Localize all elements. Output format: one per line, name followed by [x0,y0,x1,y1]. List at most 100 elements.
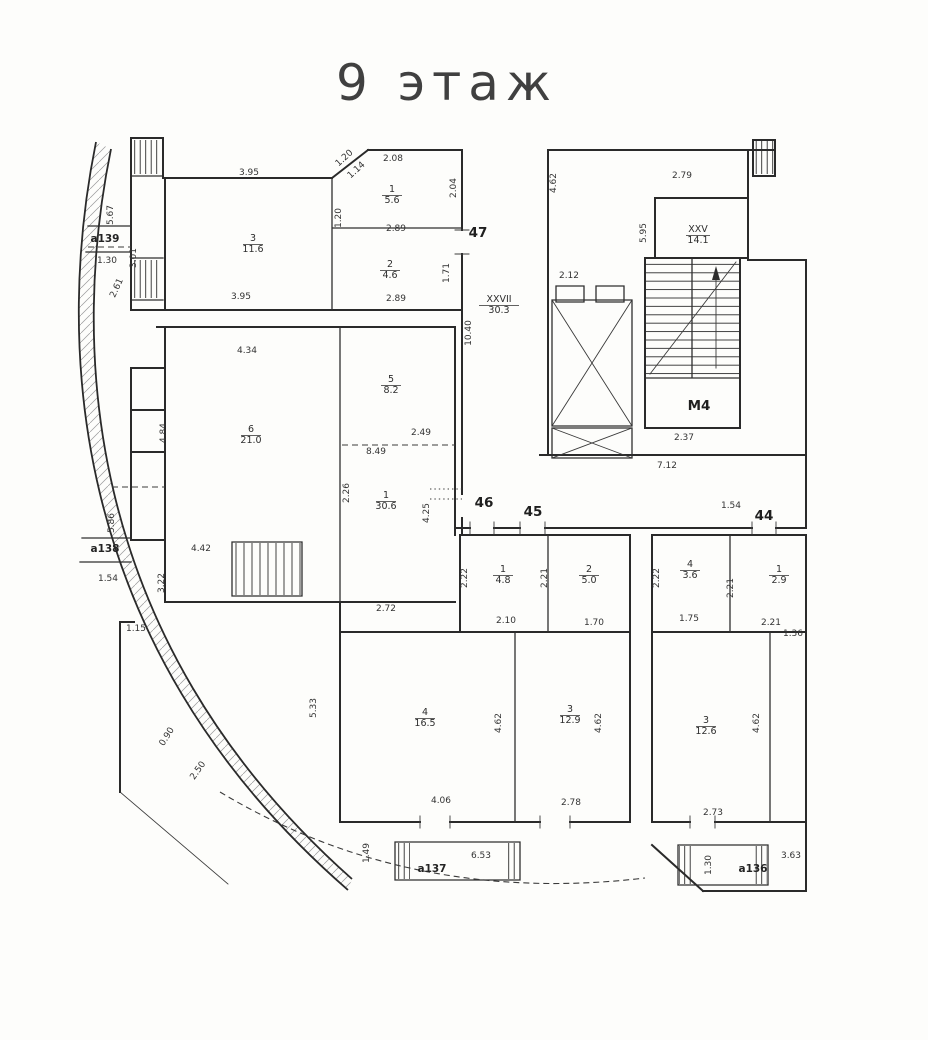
dimension-label: 2.78 [561,798,581,808]
dimension-label: 1.49 [362,843,372,863]
dimension-label: 2.89 [386,224,406,234]
walls-outer [119,137,807,893]
room-area-label: 4.6 [382,270,397,281]
dimension-label: 2.21 [540,568,550,588]
dimension-label: 4.62 [752,713,762,733]
room-area-label: 16.5 [414,718,435,729]
dimension-label: 4.62 [594,713,604,733]
room-area-label: 3.6 [682,570,697,581]
room-number-label: 2 [387,259,393,270]
dimension-label: 2.22 [460,568,470,588]
dimension-label: 1.20 [334,208,344,228]
room-number-label: 1 [389,184,395,195]
dimension-label: 4.34 [237,346,257,356]
door-tick-path [419,229,777,829]
dimension-label: 4.84 [159,423,169,443]
room-number-label: XXV [688,224,708,235]
room-number-label: XXVII [486,294,511,305]
balcony-end-hatch [755,846,767,884]
dimension-label: 10.40 [464,320,474,346]
door-ticks [419,229,777,829]
hatch-cell [754,141,774,174]
room-number-label: 4 [687,559,693,570]
room-number-label: 5 [388,374,394,385]
interior-wall-path [79,175,771,886]
balcony-label: а138 [90,543,119,555]
dimension-label: 2.21 [761,618,781,628]
room-area-label: 4.8 [495,575,510,586]
floor-title: 9 этаж [336,54,558,112]
dimension-label: 2.12 [559,271,579,281]
apartment-number-label: 47 [469,225,488,241]
elevator-shaft-cross [551,299,633,459]
walls-interior [79,175,771,886]
dimension-label: 4.62 [494,713,504,733]
dimension-label: 2.10 [496,616,516,626]
dashed-line [88,246,455,488]
dimension-label: 2.89 [386,294,406,304]
apartment-number-label: 45 [524,504,543,520]
dashed-lines [88,246,646,885]
balcony-label: а137 [417,863,446,875]
dimension-label: 2.73 [703,808,723,818]
room-area-label: 30.6 [375,501,396,512]
facade-inner-arc [92,148,353,880]
room-area-label: 30.3 [488,305,509,316]
dimension-label: 5.67 [106,205,116,225]
room-area-label: 8.2 [383,385,398,396]
dimension-label: 2.79 [672,171,692,181]
facade-outer-arc [77,141,349,891]
room-area-label: 21.0 [240,435,261,446]
facade-hatch-band [78,142,353,890]
outer-wall-path [119,137,807,893]
dimension-label: 1.54 [98,574,118,584]
dimension-label: 2.37 [674,433,694,443]
dimension-label: 7.12 [657,461,677,471]
balcony-label: а136 [738,863,767,875]
dimension-label: 1.36 [783,629,803,639]
hatch-cell [132,140,161,174]
dimension-label: 5.95 [639,223,649,243]
room-number-label: 3 [567,704,573,715]
dimension-label: 4.06 [431,796,451,806]
room-area-label: 12.6 [695,726,716,737]
dimension-label: 2.08 [383,154,403,164]
dimension-label: 4.25 [422,503,432,523]
dimension-label: 1.75 [679,614,699,624]
stairwell [649,261,737,375]
dimension-label: 2.49 [411,428,431,438]
dimension-label: 3.95 [231,292,251,302]
dimension-label: 4.42 [191,544,211,554]
room-number-label: 1 [500,564,506,575]
room-area-label: 12.9 [559,715,580,726]
room-number-label: 1 [383,490,389,501]
balcony-end-hatch [396,843,410,879]
room-number-label: 6 [248,424,254,435]
dimension-label: 2.21 [726,578,736,598]
room-area-label: 5.6 [384,195,399,206]
room-number-label: 4 [422,707,428,718]
dimension-label: 6.53 [471,851,491,861]
balcony-label: а139 [90,233,119,245]
room-area-label: 5.0 [581,575,596,586]
curved-facade [77,141,353,891]
dimension-label: 3.95 [239,168,259,178]
hatch-cell [132,260,161,298]
apartment-number-label: 46 [475,495,494,511]
dimension-label: 4.62 [549,173,559,193]
elevator-shafts [551,285,633,459]
apartment-number-label: 44 [755,508,774,524]
apartment-number-label: М4 [688,398,711,414]
internal-stairs-hatch [233,543,301,595]
room-area-label: 14.1 [687,235,708,246]
dotted-line [430,488,462,500]
room-number-label: 1 [776,564,782,575]
dimension-label: 8.49 [366,447,386,457]
dimension-label: 3.63 [781,851,801,861]
dimension-label: 5.86 [107,513,117,533]
balcony-end-hatch [505,843,519,879]
balcony-end-hatch [679,846,691,884]
dimension-label: 1.71 [442,263,452,283]
room-number-label: 2 [586,564,592,575]
